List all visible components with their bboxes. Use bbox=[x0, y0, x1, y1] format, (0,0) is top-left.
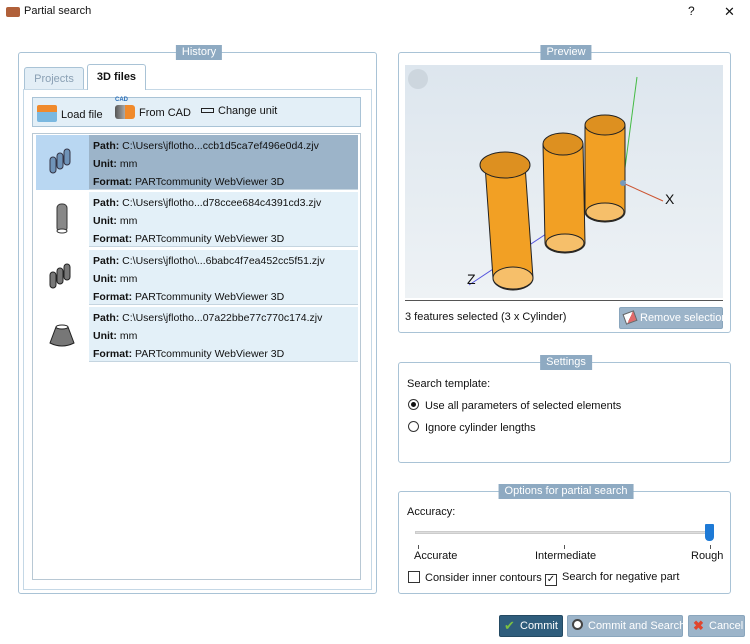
commit-button[interactable]: ✔Commit bbox=[499, 615, 563, 637]
three-cylinders-thumbnail bbox=[36, 135, 89, 190]
file-row[interactable]: Path: C:\Users\jflotho...d78ccee684c4391… bbox=[36, 192, 358, 247]
tick-mark bbox=[564, 545, 565, 549]
file-format: PARTcommunity WebViewer 3D bbox=[135, 291, 285, 303]
consider-inner-contours-checkbox[interactable]: Consider inner contours bbox=[408, 571, 542, 584]
tick-intermediate: Intermediate bbox=[535, 550, 597, 562]
accuracy-slider-track[interactable] bbox=[415, 531, 712, 534]
tab-projects[interactable]: Projects bbox=[24, 67, 84, 89]
cancel-button[interactable]: ✖Cancel bbox=[688, 615, 745, 637]
eraser-icon bbox=[622, 310, 638, 325]
file-unit: mm bbox=[119, 215, 138, 227]
accuracy-slider-thumb[interactable] bbox=[705, 524, 714, 541]
folder-icon bbox=[37, 105, 57, 122]
settings-legend: Settings bbox=[540, 355, 592, 370]
search-template-label: Search template: bbox=[407, 378, 491, 390]
checkbox-box bbox=[408, 571, 420, 583]
cylinder-thumbnail bbox=[36, 192, 89, 247]
close-button[interactable]: ✕ bbox=[724, 4, 735, 19]
axis-x-label: X bbox=[665, 191, 675, 207]
app-icon bbox=[6, 7, 20, 17]
three-cylinders-thumbnail bbox=[36, 250, 89, 305]
file-format: PARTcommunity WebViewer 3D bbox=[135, 348, 285, 360]
file-row[interactable]: Path: C:\Users\jflotho\...6babc4f7ea452c… bbox=[36, 250, 358, 305]
remove-selection-button[interactable]: Remove selection bbox=[619, 307, 727, 329]
3d-viewport[interactable]: X Z bbox=[405, 65, 723, 298]
radio-indicator bbox=[408, 399, 419, 410]
tick-rough: Rough bbox=[691, 550, 724, 562]
axis-z-label: Z bbox=[467, 271, 476, 287]
settings-group: Settings bbox=[398, 355, 731, 463]
file-unit: mm bbox=[119, 158, 138, 170]
title-bar: Partial search ? ✕ bbox=[0, 0, 750, 26]
from-cad-button[interactable]: CAD From CAD bbox=[115, 97, 191, 119]
preview-legend: Preview bbox=[540, 45, 592, 60]
selection-status: 3 features selected (3 x Cylinder) bbox=[405, 311, 567, 323]
load-file-button[interactable]: Load file bbox=[37, 105, 103, 122]
cancel-x-icon: ✖ bbox=[693, 618, 704, 633]
file-path: C:\Users\jflotho...ccb1d5ca7ef496e0d4.zj… bbox=[122, 140, 319, 152]
options-group: Options for partial search bbox=[398, 484, 731, 594]
ruler-icon bbox=[201, 108, 214, 113]
cone-thumbnail bbox=[36, 307, 89, 362]
history-toolbar: Load file CAD From CAD Change unit bbox=[32, 97, 361, 127]
file-path: C:\Users\jflotho...d78ccee684c4391cd3.zj… bbox=[122, 197, 322, 209]
cad-badge: CAD bbox=[115, 97, 128, 103]
tick-accurate: Accurate bbox=[414, 550, 458, 562]
cad-import-icon bbox=[115, 105, 135, 119]
change-unit-button[interactable]: Change unit bbox=[201, 105, 277, 117]
window-title: Partial search bbox=[24, 5, 92, 17]
help-button[interactable]: ? bbox=[688, 4, 695, 18]
checkmark-icon: ✔ bbox=[504, 618, 515, 633]
file-row[interactable]: Path: C:\Users\jflotho...ccb1d5ca7ef496e… bbox=[36, 135, 358, 190]
radio-ignore-cylinder-lengths[interactable]: Ignore cylinder lengths bbox=[408, 421, 536, 434]
history-group: History bbox=[18, 45, 377, 594]
file-format: PARTcommunity WebViewer 3D bbox=[135, 176, 285, 188]
search-magnifier-icon bbox=[572, 619, 583, 630]
history-legend: History bbox=[175, 45, 223, 60]
tab-3d-files[interactable]: 3D files bbox=[87, 64, 146, 90]
search-negative-part-checkbox[interactable]: ✓Search for negative part bbox=[545, 571, 680, 586]
options-legend: Options for partial search bbox=[498, 484, 634, 499]
file-path: C:\Users\jflotho\...6babc4f7ea452cc5f51.… bbox=[122, 255, 325, 267]
file-unit: mm bbox=[119, 273, 138, 285]
preview-group: Preview bbox=[398, 45, 731, 333]
file-unit: mm bbox=[119, 330, 138, 342]
file-path: C:\Users\jflotho...07a22bbe77c770c174.zj… bbox=[122, 312, 323, 324]
file-row[interactable]: Path: C:\Users\jflotho...07a22bbe77c770c… bbox=[36, 307, 358, 362]
commit-and-search-button[interactable]: Commit and Search bbox=[567, 615, 685, 637]
file-format: PARTcommunity WebViewer 3D bbox=[135, 233, 285, 245]
check-icon: ✓ bbox=[545, 574, 557, 586]
radio-use-all-parameters[interactable]: Use all parameters of selected elements bbox=[408, 399, 621, 412]
tick-mark bbox=[710, 545, 711, 549]
divider bbox=[405, 300, 723, 301]
accuracy-label: Accuracy: bbox=[407, 506, 456, 518]
tick-mark bbox=[418, 545, 419, 549]
radio-indicator bbox=[408, 421, 419, 432]
